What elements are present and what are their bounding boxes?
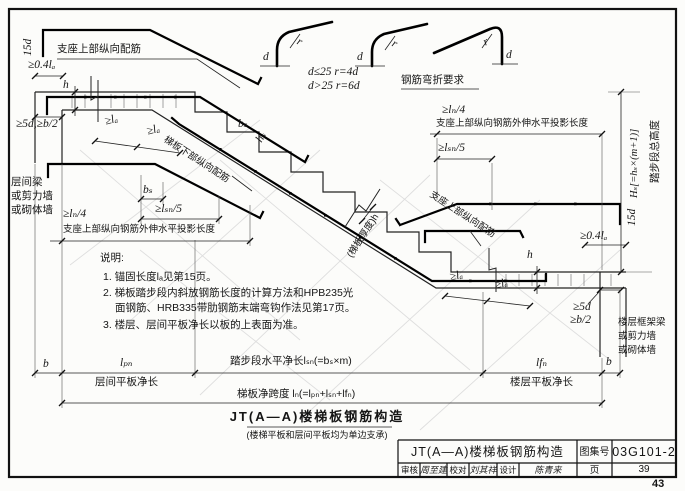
dim-b2-right: ≥b/2 bbox=[570, 314, 592, 326]
bend-d-2: d bbox=[357, 51, 363, 63]
bend-d-3: d bbox=[506, 49, 512, 61]
label-projection-left: 支座上部纵向钢筋外伸水平投影长度 bbox=[63, 224, 216, 235]
titleblock-design-label: 设计 bbox=[499, 465, 517, 475]
titleblock-page-label: 页 bbox=[589, 465, 600, 476]
notes-heading: 说明: bbox=[100, 252, 124, 264]
rebar-lines bbox=[41, 28, 622, 283]
drawing-caption-title: JT(A—A)楼梯板钢筋构造 bbox=[229, 409, 405, 424]
label-wall-right-1: 楼层框架梁 bbox=[618, 317, 666, 328]
rebar-dots bbox=[84, 95, 577, 283]
bend-bar-icon-3 bbox=[432, 26, 504, 66]
dim-lsn5-left: ≥lₛₙ/5 bbox=[155, 203, 182, 215]
dimension-lines bbox=[35, 75, 626, 404]
bend-bar-icon-2 bbox=[370, 22, 429, 68]
dim-bs-left: bₛ bbox=[143, 184, 153, 196]
titleblock-check-label: 校对 bbox=[449, 465, 467, 475]
leader-lines bbox=[57, 58, 482, 428]
dim-h-lower-slab: h bbox=[527, 249, 533, 261]
bend-title: 钢筋弯折要求 bbox=[401, 74, 464, 86]
dim-5d-b2-left: ≥5d,≥b/2 bbox=[16, 118, 58, 130]
note-3: 3. 楼层、层间平板净长以板的上表面为准。 bbox=[103, 319, 304, 331]
titleblock-design-signature: 陈青来 bbox=[534, 465, 562, 475]
dim-ln4-left: ≥lₙ/4 bbox=[63, 208, 87, 220]
titleblock-atlas-label: 图集号 bbox=[579, 447, 610, 458]
bend-rule-2: d>25 r=6d bbox=[308, 80, 360, 92]
dim-15d-left: 15d bbox=[22, 38, 34, 56]
note-2-line2: 面钢筋、HRB335带肋钢筋末端弯钩作法见第17页。 bbox=[115, 302, 356, 314]
titleblock-drawing-name: JT(A—A)楼梯板钢筋构造 bbox=[411, 445, 564, 459]
dim-h-upper-slab: h bbox=[63, 79, 69, 91]
dim-ln-formula: 梯板净跨度 lₙ(=lₚₙ+lₛₙ+lfₙ) bbox=[237, 388, 356, 400]
dim-la-3: ≥lₐ bbox=[448, 268, 464, 284]
titleblock-page-no: 39 bbox=[638, 464, 650, 475]
dim-b-right: b bbox=[606, 356, 612, 368]
dim-ln4-right: ≥lₙ/4 bbox=[442, 104, 466, 116]
titleblock-audit-signature: 周至建 bbox=[420, 465, 448, 475]
bend-base-ticks bbox=[260, 33, 518, 67]
label-total-height: 踏步段总高度 bbox=[649, 120, 661, 183]
dim-lpn-cn: 层间平板净长 bbox=[95, 376, 158, 388]
bend-bar-icon-1 bbox=[275, 20, 334, 68]
drawing-frame bbox=[7, 7, 678, 479]
dim-b-left: b bbox=[43, 358, 49, 370]
break-symbols bbox=[90, 76, 497, 292]
dim-anchor-04la-left: ≥0.4lₐ bbox=[28, 59, 56, 71]
label-wall-right-2: 或剪力墙 bbox=[618, 331, 657, 342]
note-1: 1. 锚固长度lₐ见第15页。 bbox=[103, 271, 217, 283]
dim-lsn-formula: 踏步段水平净长lₛₙ(=bₛ×m) bbox=[230, 355, 352, 367]
stair-outline bbox=[34, 91, 627, 357]
corner-page-number: 43 bbox=[652, 478, 665, 490]
dim-la-4: ≥lₐ bbox=[493, 276, 509, 292]
drawing-caption-subtitle: (楼梯平板和层间平板均为单边支承) bbox=[246, 430, 388, 440]
label-wall-left-2: 或剪力墙 bbox=[11, 190, 53, 202]
bend-rule-1: d≤25 r=4d bbox=[308, 66, 359, 78]
titleblock-audit-label: 审核 bbox=[400, 465, 418, 475]
titleblock-check-signature: 刘其祥 bbox=[469, 465, 497, 475]
dim-15d-right: 15d bbox=[626, 208, 638, 226]
label-wall-left-3: 或砌体墙 bbox=[11, 204, 53, 216]
label-wall-right-3: 或砌体墙 bbox=[618, 345, 657, 356]
dim-bs-step: bₛ bbox=[238, 118, 248, 130]
dim-lsn5-right: ≥lₛₙ/5 bbox=[438, 142, 465, 154]
dim-lfn-cn: 楼层平板净长 bbox=[510, 376, 573, 388]
dim-lfn: lfₙ bbox=[536, 357, 548, 369]
dim-anchor-04la-right: ≥0.4lₐ bbox=[580, 230, 608, 242]
label-projection-right: 支座上部纵向钢筋外伸水平投影长度 bbox=[436, 118, 589, 129]
dim-5d-right: ≥5d bbox=[573, 301, 591, 313]
titleblock-atlas-no: 03G101-2 bbox=[612, 445, 676, 459]
bend-d-1: d bbox=[263, 51, 269, 63]
watermark-lines bbox=[69, 119, 621, 431]
bend-bar-icons bbox=[275, 20, 504, 68]
title-block-grid bbox=[397, 439, 676, 477]
label-wall-left-1: 层间梁 bbox=[11, 176, 43, 188]
extension-lines bbox=[34, 91, 652, 408]
dim-total-height-formula: Hₛ[=hₛ×(m+1)] bbox=[629, 128, 640, 198]
note-2-line1: 2. 梯板踏步段内斜放钢筋长度的计算方法和HPB235光 bbox=[103, 287, 354, 299]
label-support-top-rebar-left: 支座上部纵向配筋 bbox=[57, 43, 141, 55]
dim-lpn: lₚₙ bbox=[120, 357, 133, 369]
dimension-ticks bbox=[31, 72, 630, 407]
